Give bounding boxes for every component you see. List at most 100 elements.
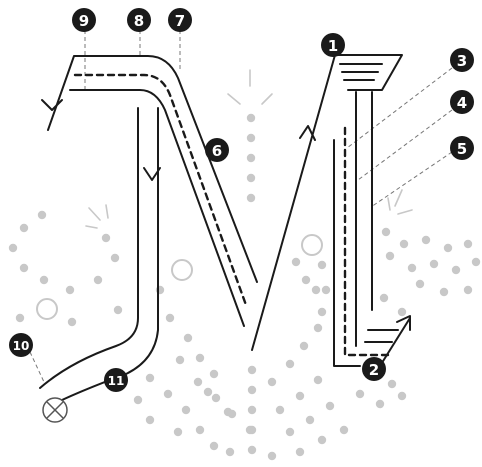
background-dot: [114, 306, 122, 314]
start-target-icon: [43, 398, 67, 422]
middle-stroke: [252, 55, 335, 350]
hollow-circle: [302, 235, 322, 255]
step-badge-2: 2: [362, 357, 386, 381]
leader-10: [30, 352, 44, 382]
badge-number: 9: [79, 12, 89, 30]
background-dot: [430, 260, 438, 268]
step-badge-4: 4: [450, 90, 474, 114]
hook-stroke: [40, 108, 160, 400]
background-dot: [416, 280, 424, 288]
background-dot: [212, 394, 220, 402]
step-badge-7: 7: [168, 8, 192, 32]
background-dot: [194, 378, 202, 386]
background-dot: [16, 314, 24, 322]
leader-5: [371, 152, 452, 207]
background-dot: [296, 448, 304, 456]
background-dot: [422, 236, 430, 244]
ray: [398, 210, 412, 214]
background-dot: [268, 452, 276, 460]
background-dot: [386, 252, 394, 260]
background-dot: [302, 276, 310, 284]
background-dot: [314, 324, 322, 332]
badge-number: 4: [457, 94, 467, 112]
background-dot: [210, 442, 218, 450]
background-dot: [248, 406, 256, 414]
background-dot: [164, 390, 172, 398]
background-dot: [247, 194, 255, 202]
badge-number: 1: [328, 37, 338, 55]
background-dot: [388, 380, 396, 388]
background-dot: [102, 234, 110, 242]
badge-number: 6: [212, 142, 222, 160]
background-dot: [312, 286, 320, 294]
background-dot: [176, 356, 184, 364]
background-dot: [146, 374, 154, 382]
background-dot: [276, 406, 284, 414]
step-badge-8: 8: [127, 8, 151, 32]
background-dot: [398, 392, 406, 400]
right-stroke: [334, 55, 410, 366]
badge-number: 3: [457, 52, 467, 70]
hollow-circles: [37, 235, 322, 319]
background-dot: [472, 258, 480, 266]
background-dot: [40, 276, 48, 284]
background-dot: [9, 244, 17, 252]
background-dot: [268, 378, 276, 386]
background-dot: [444, 244, 452, 252]
step-badge-3: 3: [450, 48, 474, 72]
background-dot: [247, 134, 255, 142]
background-dot: [94, 276, 102, 284]
badge-number: 8: [134, 12, 144, 30]
background-dot: [292, 258, 300, 266]
badge-number: 2: [369, 361, 379, 379]
badge-number: 10: [13, 339, 30, 353]
ray: [388, 198, 390, 210]
background-dot: [38, 211, 46, 219]
ray: [89, 208, 100, 220]
background-dot: [408, 264, 416, 272]
background-dot: [398, 308, 406, 316]
background-dot: [146, 416, 154, 424]
background-dot: [326, 402, 334, 410]
background-dot: [247, 174, 255, 182]
background-dot: [20, 264, 28, 272]
ray: [228, 94, 240, 104]
background-dot: [196, 426, 204, 434]
step-badge-5: 5: [450, 136, 474, 160]
step-badge-6: 6: [205, 138, 229, 162]
background-dot: [440, 288, 448, 296]
background-dot: [376, 400, 384, 408]
background-dot: [226, 448, 234, 456]
background-dot: [247, 114, 255, 122]
background-dot: [182, 406, 190, 414]
background-dot: [68, 318, 76, 326]
dot-pattern: [9, 114, 480, 460]
ray: [106, 205, 108, 218]
background-dot: [134, 396, 142, 404]
background-dot: [210, 370, 218, 378]
middle-stroke-line: [252, 55, 335, 350]
right-stroke-centerline: [345, 128, 392, 355]
step-badge-10: 10: [9, 333, 33, 357]
background-dot: [322, 286, 330, 294]
step-badges: 1 2 3 4 5 6 7 8 9 10 11: [9, 8, 474, 392]
background-dot: [300, 342, 308, 350]
background-dot: [382, 228, 390, 236]
background-dot: [20, 224, 28, 232]
background-dot: [380, 294, 388, 302]
background-dot: [248, 366, 256, 374]
hollow-circle: [37, 299, 57, 319]
background-dot: [318, 308, 326, 316]
background-dot: [66, 286, 74, 294]
hook-inner: [62, 108, 158, 400]
badge-number: 11: [108, 374, 125, 388]
background-dot: [452, 266, 460, 274]
background-dot: [464, 286, 472, 294]
background-dot: [247, 154, 255, 162]
hollow-circle: [172, 260, 192, 280]
background-dot: [174, 428, 182, 436]
background-dot: [196, 354, 204, 362]
background-dot: [356, 390, 364, 398]
